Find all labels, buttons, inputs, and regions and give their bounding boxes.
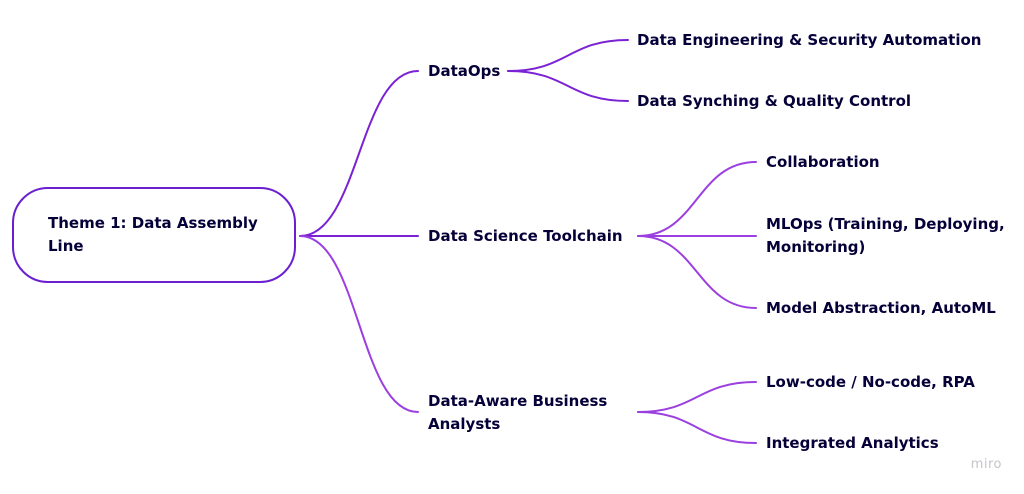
- child-node-mlops[interactable]: MLOps (Training, Deploying, Monitoring): [766, 215, 1005, 256]
- miro-watermark: miro: [970, 457, 1002, 472]
- connector-toolchain-collaboration: [637, 161, 757, 237]
- root-node[interactable]: [12, 187, 296, 283]
- branch-node-data-science-toolchain[interactable]: Data Science Toolchain: [428, 227, 623, 245]
- connector-root-dataops: [299, 70, 419, 237]
- child-node-collaboration[interactable]: Collaboration: [766, 153, 880, 171]
- connector-analysts-integrated-analytics: [637, 411, 757, 444]
- connector-dataops-data-synching: [507, 70, 629, 102]
- child-node-data-synching-quality-control[interactable]: Data Synching & Quality Control: [637, 92, 912, 110]
- connector-toolchain-model-abstraction: [637, 235, 757, 309]
- child-node-integrated-analytics[interactable]: Integrated Analytics: [766, 434, 939, 452]
- connectors: [299, 39, 757, 444]
- connector-analysts-low-code: [637, 381, 757, 413]
- connector-root-data-aware-business-analysts: [299, 235, 419, 413]
- child-node-low-code-no-code-rpa[interactable]: Low-code / No-code, RPA: [766, 373, 975, 391]
- child-node-model-abstraction-automl[interactable]: Model Abstraction, AutoML: [766, 299, 996, 317]
- connector-dataops-data-engineering: [507, 39, 629, 72]
- branch-node-dataops[interactable]: DataOps: [428, 62, 501, 80]
- child-node-data-engineering-security-automation[interactable]: Data Engineering & Security Automation: [637, 31, 982, 49]
- branch-node-data-aware-business-analysts[interactable]: Data-Aware Business Analysts: [428, 392, 608, 433]
- root-node-label: Theme 1: Data Assembly Line: [48, 214, 258, 255]
